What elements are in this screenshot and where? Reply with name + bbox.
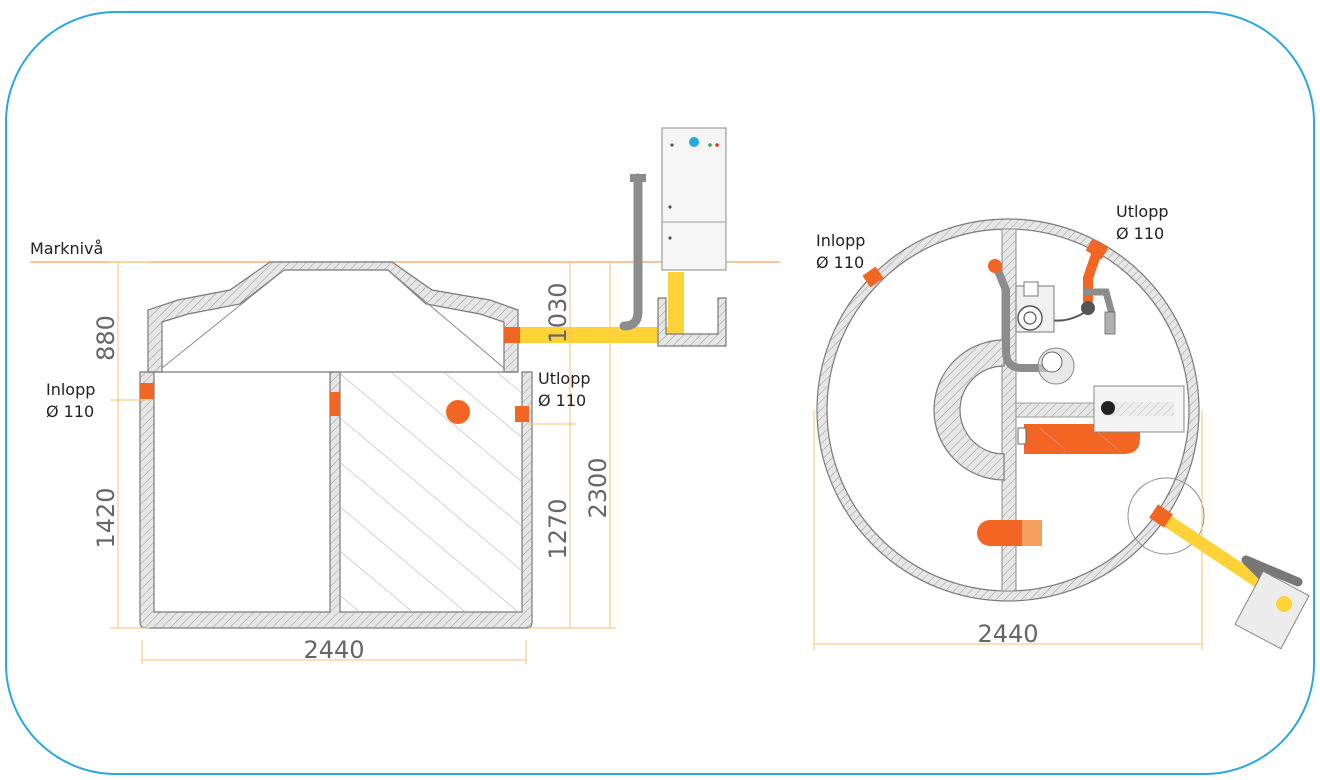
side-inlet-label: Inlopp bbox=[46, 380, 95, 399]
ground-level-label: Marknivå bbox=[30, 239, 103, 258]
side-outlet-label: Utlopp bbox=[538, 369, 591, 388]
top-wall bbox=[1015, 402, 1097, 418]
top-inlet-dim: Ø 110 bbox=[816, 253, 864, 272]
side-outlet-dim: Ø 110 bbox=[538, 391, 586, 410]
dim-total-height: 2300 bbox=[584, 457, 612, 518]
top-inlet-fitting bbox=[862, 266, 884, 288]
dim-side-width: 2440 bbox=[303, 636, 364, 664]
side-dimension-lines bbox=[110, 261, 616, 664]
outlet-fitting bbox=[515, 406, 529, 422]
tank-dome bbox=[147, 261, 519, 373]
vent-pipe bbox=[619, 173, 643, 331]
dome-inner-left bbox=[161, 269, 285, 369]
top-outlet-dim: Ø 110 bbox=[1116, 224, 1164, 243]
inlet-fitting bbox=[140, 383, 154, 399]
side-inlet-dim: Ø 110 bbox=[46, 402, 94, 421]
top-pump-box bbox=[1234, 570, 1310, 650]
pipe-fitting bbox=[504, 327, 520, 343]
top-inlet-label: Inlopp bbox=[816, 231, 865, 250]
top-outlet-label: Utlopp bbox=[1116, 202, 1169, 221]
divider-fitting bbox=[330, 392, 340, 416]
frame-border bbox=[5, 11, 1315, 775]
pump-station-outline bbox=[1127, 477, 1205, 555]
control-cabinet bbox=[661, 127, 727, 271]
top-dimension-lines bbox=[813, 410, 1203, 650]
internal-pipe bbox=[992, 264, 1050, 372]
pump-marker bbox=[446, 400, 470, 424]
dim-outlet-height: 1270 bbox=[544, 498, 572, 559]
dim-lower-height: 1420 bbox=[92, 487, 120, 548]
side-view: 880 1420 2440 1030 1270 2300 Inlopp Ø 11… bbox=[46, 127, 727, 664]
top-view: 2440 Inlopp Ø 110 Utlopp Ø 110 bbox=[813, 202, 1310, 650]
cabinet-display-icon bbox=[689, 137, 699, 147]
vent-cap bbox=[630, 174, 646, 182]
dim-pipe-depth: 1030 bbox=[544, 282, 572, 343]
dim-top-width: 2440 bbox=[977, 620, 1038, 648]
manhole-ring bbox=[933, 339, 1005, 481]
dim-top-height: 880 bbox=[92, 315, 120, 361]
pump-basin bbox=[657, 297, 727, 347]
right-chamber-fill bbox=[340, 372, 522, 612]
dome-inner-right bbox=[387, 269, 505, 369]
